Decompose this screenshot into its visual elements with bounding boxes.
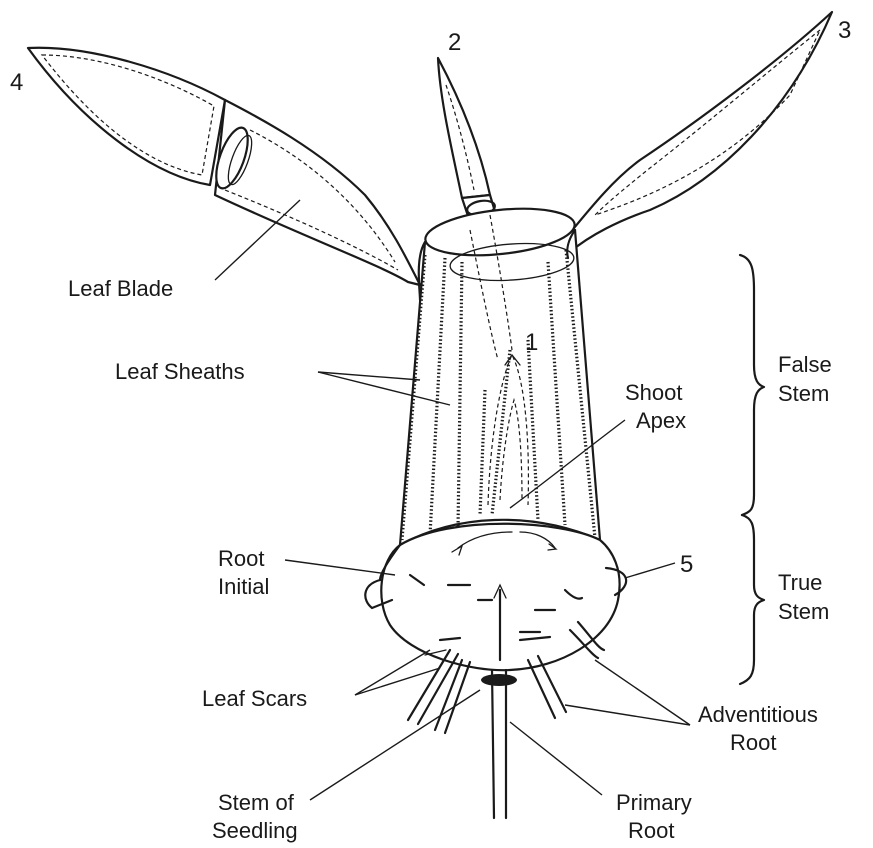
label-shoot: Shoot [625,380,683,405]
label-stem-of: Stem of [218,790,295,815]
leaf-number-4: 4 [10,69,23,96]
label-false: False [778,352,832,377]
leaf-number-5: 5 [680,551,693,578]
label-leaf-sheaths: Leaf Sheaths [115,359,245,384]
label-adventitious-root: Root [730,730,776,755]
label-true-stem: Stem [778,599,829,624]
leaf-3-blade [560,12,832,252]
label-root-initial: Initial [218,574,269,599]
label-leaf-scars: Leaf Scars [202,686,307,711]
leaf-4-blade [28,48,420,285]
label-root: Root [218,546,264,571]
label-false-stem: Stem [778,381,829,406]
true-stem-brace [740,515,764,684]
false-stem-brace [740,255,764,515]
label-apex: Apex [636,408,686,433]
label-seedling: Seedling [212,818,298,843]
label-adventitious: Adventitious [698,702,818,727]
leaf-number-3: 3 [838,17,851,44]
label-true: True [778,570,822,595]
label-leaf-blade: Leaf Blade [68,276,173,301]
leaf-number-2: 2 [448,29,461,56]
label-primary-root: Root [628,818,674,843]
label-primary: Primary [616,790,692,815]
false-stem-sheaths [400,202,600,545]
leaf-2-blade [438,58,496,222]
leaf-number-1: 1 [525,329,538,356]
